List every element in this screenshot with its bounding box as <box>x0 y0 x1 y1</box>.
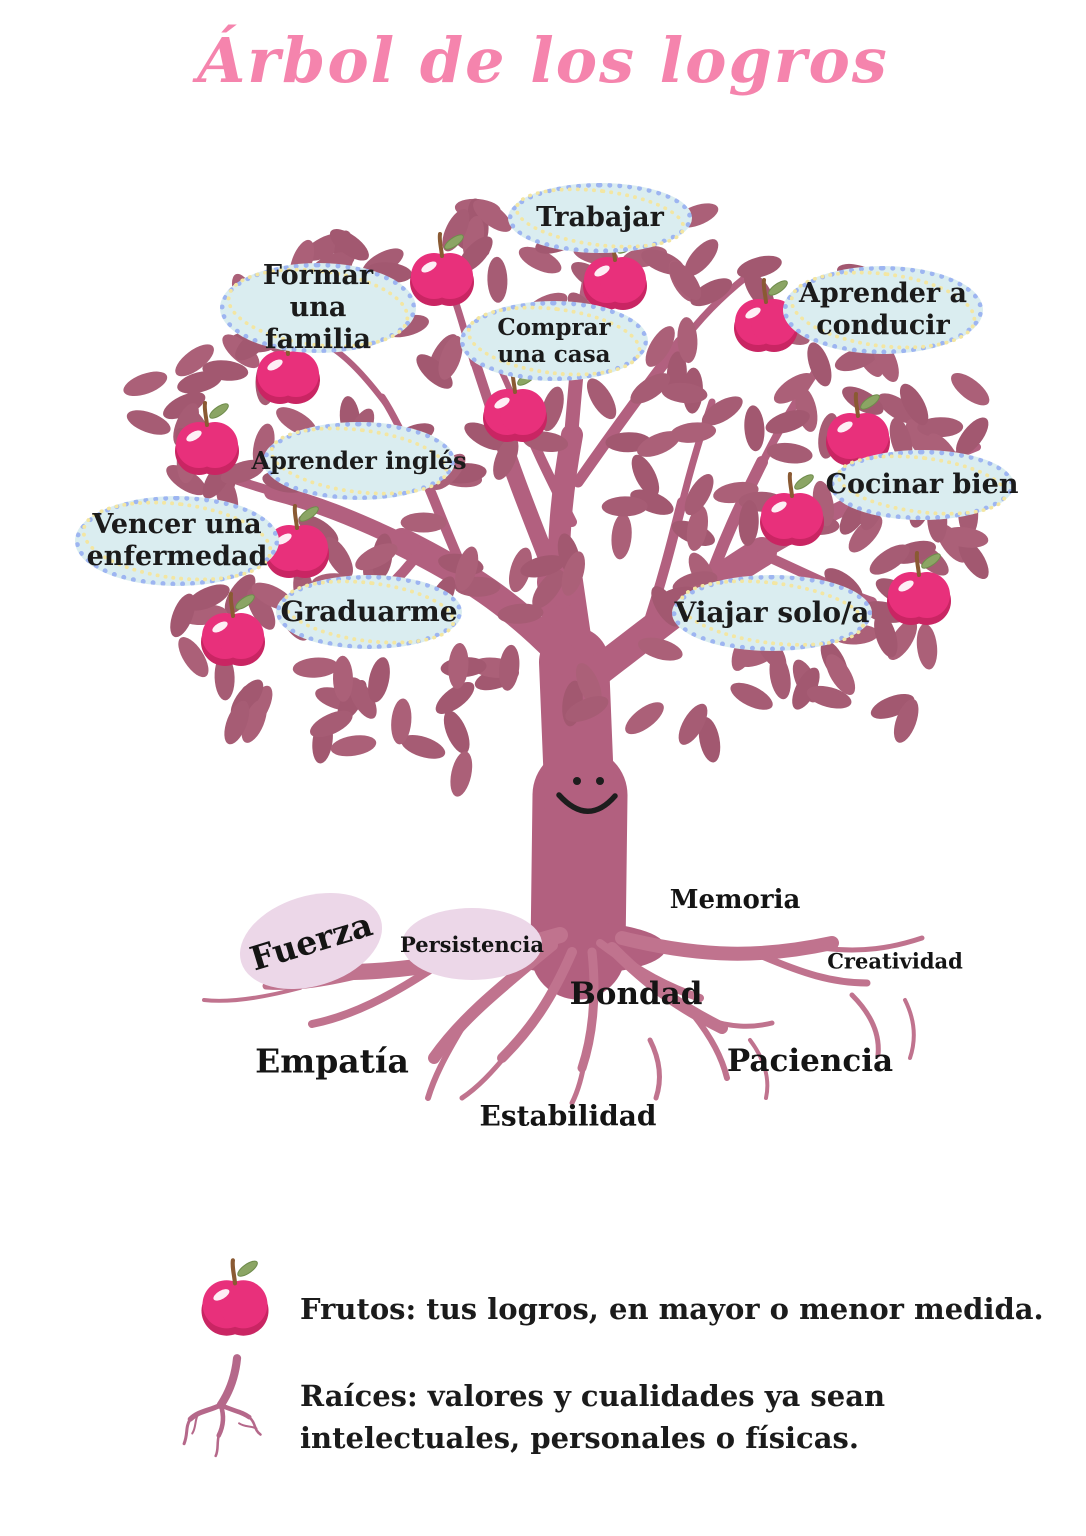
root-value-oval-persistencia: Persistencia <box>400 908 544 980</box>
achievement-bubble-formar-una-familia: Formar una familia <box>220 260 416 355</box>
achievement-label: Viajar solo/a <box>674 596 870 630</box>
achievement-bubble-trabajar: Trabajar <box>508 183 692 253</box>
root-value-label-estabilidad: Estabilidad <box>479 1099 657 1133</box>
root-value-label-empatia: Empatía <box>255 1041 409 1081</box>
achievement-bubble-comprar-una-casa: Comprar una casa <box>460 301 648 381</box>
achievement-label: Cocinar bien <box>825 469 1019 501</box>
root-value-label: Persistencia <box>400 931 544 957</box>
achievement-label: Trabajar <box>536 202 664 234</box>
achievement-label: Aprender inglés <box>251 445 467 475</box>
achievement-bubble-aprender-ingles: Aprender inglés <box>251 422 467 500</box>
page-title: Árbol de los logros <box>197 24 889 97</box>
achievement-bubble-viajar-solo: Viajar solo/a <box>672 575 872 651</box>
root-value-label-bondad: Bondad <box>569 976 703 1012</box>
achievement-label: Graduarme <box>280 595 458 629</box>
achievement-label: Aprender a conducir <box>798 278 968 341</box>
achievement-bubble-vencer-una-enfermedad: Vencer una enfermedad <box>75 496 279 586</box>
root-value-label-creatividad: Creatividad <box>827 948 963 974</box>
legend-roots-text: Raíces: valores y cualidades ya sean int… <box>300 1379 886 1456</box>
achievement-bubble-graduarme: Graduarme <box>276 575 462 649</box>
achievement-bubble-cocinar-bien: Cocinar bien <box>826 450 1018 520</box>
achievement-label: Vencer una enfermedad <box>86 509 268 572</box>
root-value-label-paciencia: Paciencia <box>726 1043 894 1079</box>
achievement-bubble-aprender-a-conducir: Aprender a conducir <box>783 266 983 354</box>
achievement-label: Comprar una casa <box>497 313 611 368</box>
root-value-label: Fuerza <box>245 904 377 978</box>
legend-fruits-text: Frutos: tus logros, en mayor o menor med… <box>300 1292 1044 1326</box>
roots-icon <box>182 1354 262 1458</box>
apple-icon <box>201 1258 269 1336</box>
root-value-label-memoria: Memoria <box>669 885 801 915</box>
achievement-label: Formar una familia <box>262 260 374 355</box>
